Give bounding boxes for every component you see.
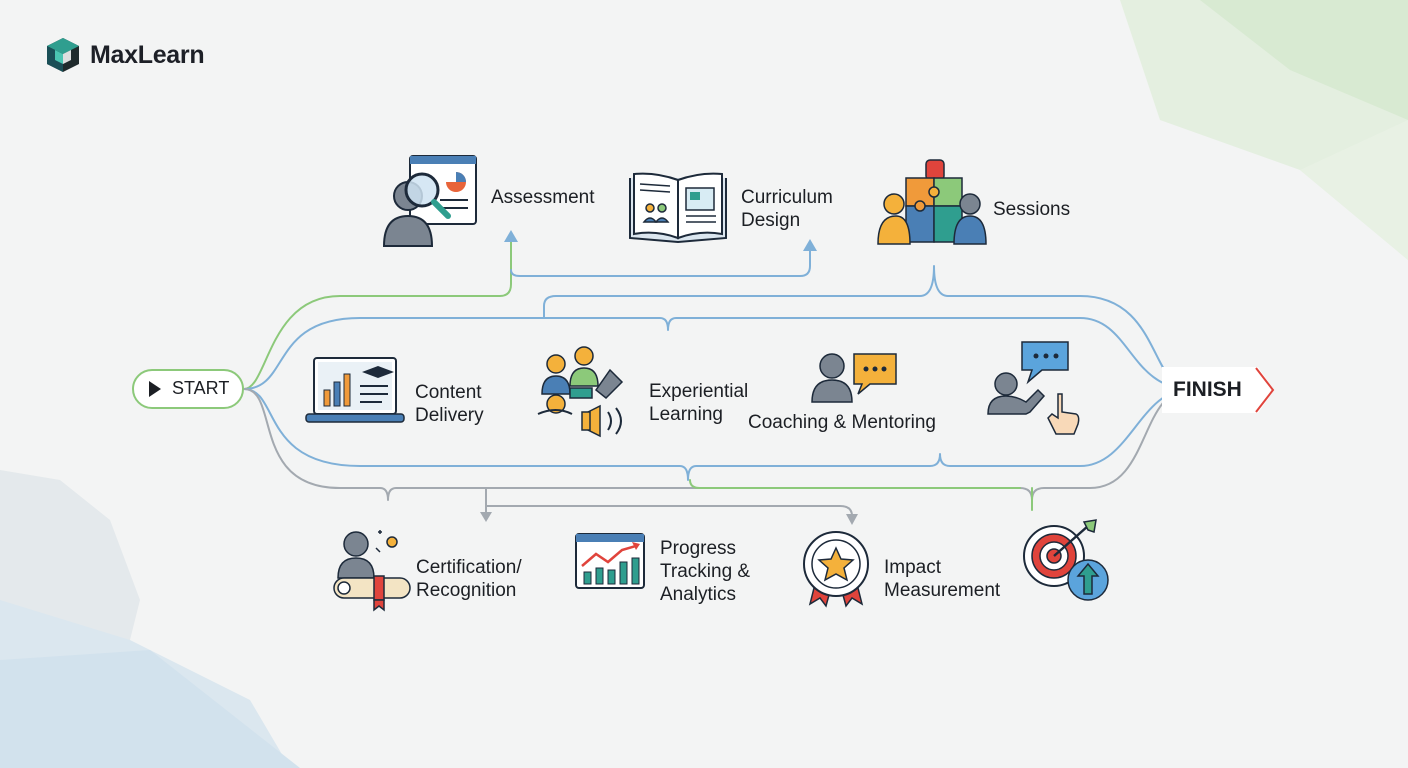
path-upper-blue bbox=[243, 317, 1081, 390]
path-lower-green bbox=[689, 479, 1021, 489]
maxlearn-cube-logo-icon bbox=[47, 38, 79, 72]
analytics-chart-icon bbox=[574, 532, 646, 590]
arrow-progress bbox=[480, 512, 492, 522]
content-delivery-line-1: Content bbox=[415, 382, 482, 403]
start-label: START bbox=[172, 378, 230, 398]
arrow-chevron-icon bbox=[1162, 367, 1275, 413]
arrow-curriculum bbox=[803, 239, 817, 251]
brand-logo[interactable]: MaxLearn bbox=[44, 36, 205, 74]
play-icon bbox=[149, 381, 161, 397]
progress-line-3: Analytics bbox=[660, 584, 737, 605]
impact-line-2: Measurement bbox=[884, 580, 1001, 601]
coaching-mentoring-label: Coaching & Mentoring bbox=[748, 412, 936, 433]
curriculum-design-label: Curriculum Design bbox=[741, 186, 833, 232]
arrow-assessment bbox=[504, 230, 518, 242]
path-assessment-to-curriculum bbox=[510, 249, 811, 277]
puzzle-team-icon bbox=[876, 158, 988, 246]
progress-tracking-label: Progress Tracking & Analytics bbox=[660, 537, 750, 606]
path-sessions-branch bbox=[543, 265, 1191, 390]
impact-line-1: Impact bbox=[884, 557, 942, 578]
sessions-label: Sessions bbox=[993, 199, 1071, 220]
path-lower-blue bbox=[243, 388, 1191, 481]
experiential-learning-line-2: Learning bbox=[649, 404, 723, 425]
progress-line-1: Progress bbox=[660, 538, 737, 559]
curriculum-design-line-2: Design bbox=[741, 210, 801, 231]
finish-label: FINISH bbox=[1173, 378, 1242, 401]
open-book-icon bbox=[628, 170, 730, 244]
content-delivery-label: Content Delivery bbox=[415, 381, 484, 427]
start-node[interactable]: START bbox=[132, 369, 244, 409]
certification-recognition-label: Certification/ Recognition bbox=[416, 556, 522, 602]
experiential-learning-line-1: Experiential bbox=[649, 381, 749, 402]
path-start-to-assessment bbox=[243, 239, 512, 390]
experiential-learning-label: Experiential Learning bbox=[649, 380, 748, 426]
assessment-label: Assessment bbox=[491, 187, 595, 208]
arrow-impact bbox=[846, 514, 858, 525]
group-activity-icon bbox=[536, 344, 636, 442]
chat-pointing-icon bbox=[986, 340, 1086, 436]
certificate-scroll-icon bbox=[330, 526, 416, 612]
finish-node[interactable]: FINISH bbox=[1160, 365, 1276, 415]
certification-line-2: Recognition bbox=[416, 580, 517, 601]
mentor-chat-icon bbox=[810, 352, 898, 404]
assessment-magnifier-icon bbox=[382, 154, 478, 248]
target-growth-icon bbox=[1022, 518, 1112, 606]
award-medal-icon bbox=[800, 530, 872, 608]
impact-measurement-label: Impact Measurement bbox=[884, 556, 1000, 602]
certification-line-1: Certification/ bbox=[416, 557, 522, 578]
path-to-impact bbox=[485, 505, 853, 517]
laptop-content-icon bbox=[304, 356, 406, 426]
brand-name: MaxLearn bbox=[90, 40, 205, 69]
curriculum-design-line-1: Curriculum bbox=[741, 187, 833, 208]
content-delivery-line-2: Delivery bbox=[415, 405, 484, 426]
progress-line-2: Tracking & bbox=[660, 561, 751, 582]
